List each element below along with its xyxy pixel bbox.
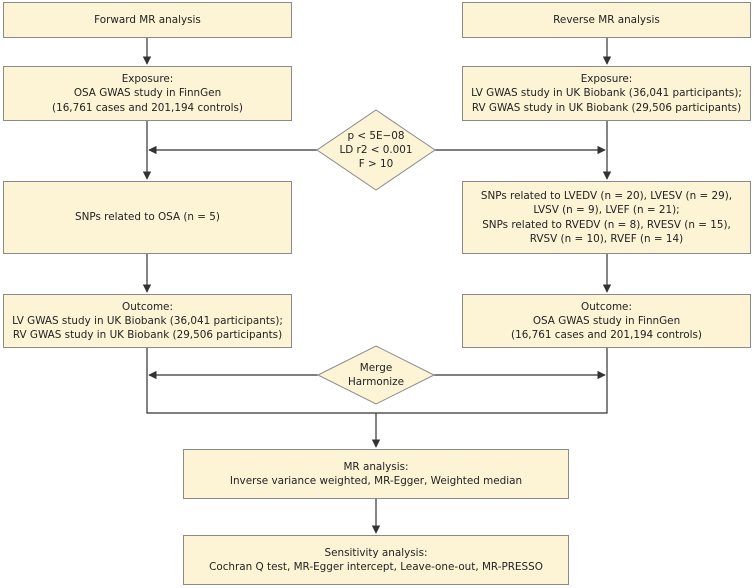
reverse-snps-line-3: SNPs related to RVEDV (n = 8), RVESV (n …: [482, 218, 731, 231]
merge-text: Merge Harmonize: [326, 359, 426, 391]
forward-outcome-line-1: Outcome:: [122, 300, 173, 313]
forward-snps-line-1: SNPs related to OSA (n = 5): [75, 211, 220, 224]
reverse-outcome-box: Outcome: OSA GWAS study in FinnGen (16,7…: [462, 294, 751, 348]
forward-outcome-box: Outcome: LV GWAS study in UK Biobank (36…: [3, 294, 292, 348]
reverse-exposure-box: Exposure: LV GWAS study in UK Biobank (3…: [462, 66, 751, 121]
forward-title: Forward MR analysis: [94, 13, 201, 26]
mr-analysis-line-2: Inverse variance weighted, MR-Egger, Wei…: [229, 475, 523, 487]
merge-diamond: [316, 345, 436, 405]
criteria-text: p < 5E−08 LD r2 < 0.001 F > 10: [326, 126, 426, 174]
reverse-title-box: Reverse MR analysis: [462, 2, 751, 38]
forward-exposure-box: Exposure: OSA GWAS study in FinnGen (16,…: [3, 66, 292, 121]
merge-line-1: Merge: [359, 361, 393, 374]
criteria-diamond: [316, 109, 436, 191]
reverse-title: Reverse MR analysis: [553, 13, 660, 26]
forward-title-box: Forward MR analysis: [3, 2, 292, 38]
reverse-snps-box: SNPs related to LVEDV (n = 20), LVESV (n…: [462, 181, 751, 254]
reverse-outcome-line-1: Outcome:: [581, 300, 632, 313]
reverse-exposure-line-1: Exposure:: [580, 73, 633, 86]
join-line: [146, 348, 608, 414]
sensitivity-line-2: Cochran Q test, MR-Egger intercept, Leav…: [209, 561, 543, 573]
forward-snps-box: SNPs related to OSA (n = 5): [3, 181, 292, 254]
mr-analysis-box: MR analysis: Inverse variance weighted, …: [183, 449, 569, 499]
forward-outcome-line-3: RV GWAS study in UK Biobank (29,506 part…: [12, 329, 283, 342]
criteria-line-1: p < 5E−08: [347, 129, 405, 142]
reverse-outcome-line-2: OSA GWAS study in FinnGen: [532, 314, 681, 327]
reverse-snps-line-4: RVSV (n = 10), RVEF (n = 14): [529, 232, 684, 245]
forward-outcome-line-2: LV GWAS study in UK Biobank (36,041 part…: [12, 314, 283, 327]
reverse-exposure-line-2: LV GWAS study in UK Biobank (36,041 part…: [471, 87, 742, 100]
forward-exposure-line-2: OSA GWAS study in FinnGen: [73, 87, 222, 100]
merge-line-2: Harmonize: [347, 376, 405, 388]
criteria-line-2: LD r2 < 0.001: [339, 143, 413, 156]
forward-exposure-line-1: Exposure:: [121, 73, 174, 86]
reverse-snps-line-1: SNPs related to LVEDV (n = 20), LVESV (n…: [480, 190, 733, 203]
sensitivity-box: Sensitivity analysis: Cochran Q test, MR…: [183, 535, 569, 585]
reverse-exposure-line-3: RV GWAS study in UK Biobank (29,506 part…: [471, 101, 742, 114]
mr-analysis-line-1: MR analysis:: [343, 460, 409, 473]
reverse-outcome-line-3: (16,761 cases and 201,194 controls): [511, 329, 702, 342]
sensitivity-line-1: Sensitivity analysis:: [324, 546, 428, 559]
criteria-line-3: F > 10: [358, 158, 394, 171]
forward-exposure-line-3: (16,761 cases and 201,194 controls): [52, 101, 243, 114]
reverse-snps-line-2: LVSV (n = 9), LVEF (n = 21);: [533, 204, 680, 217]
